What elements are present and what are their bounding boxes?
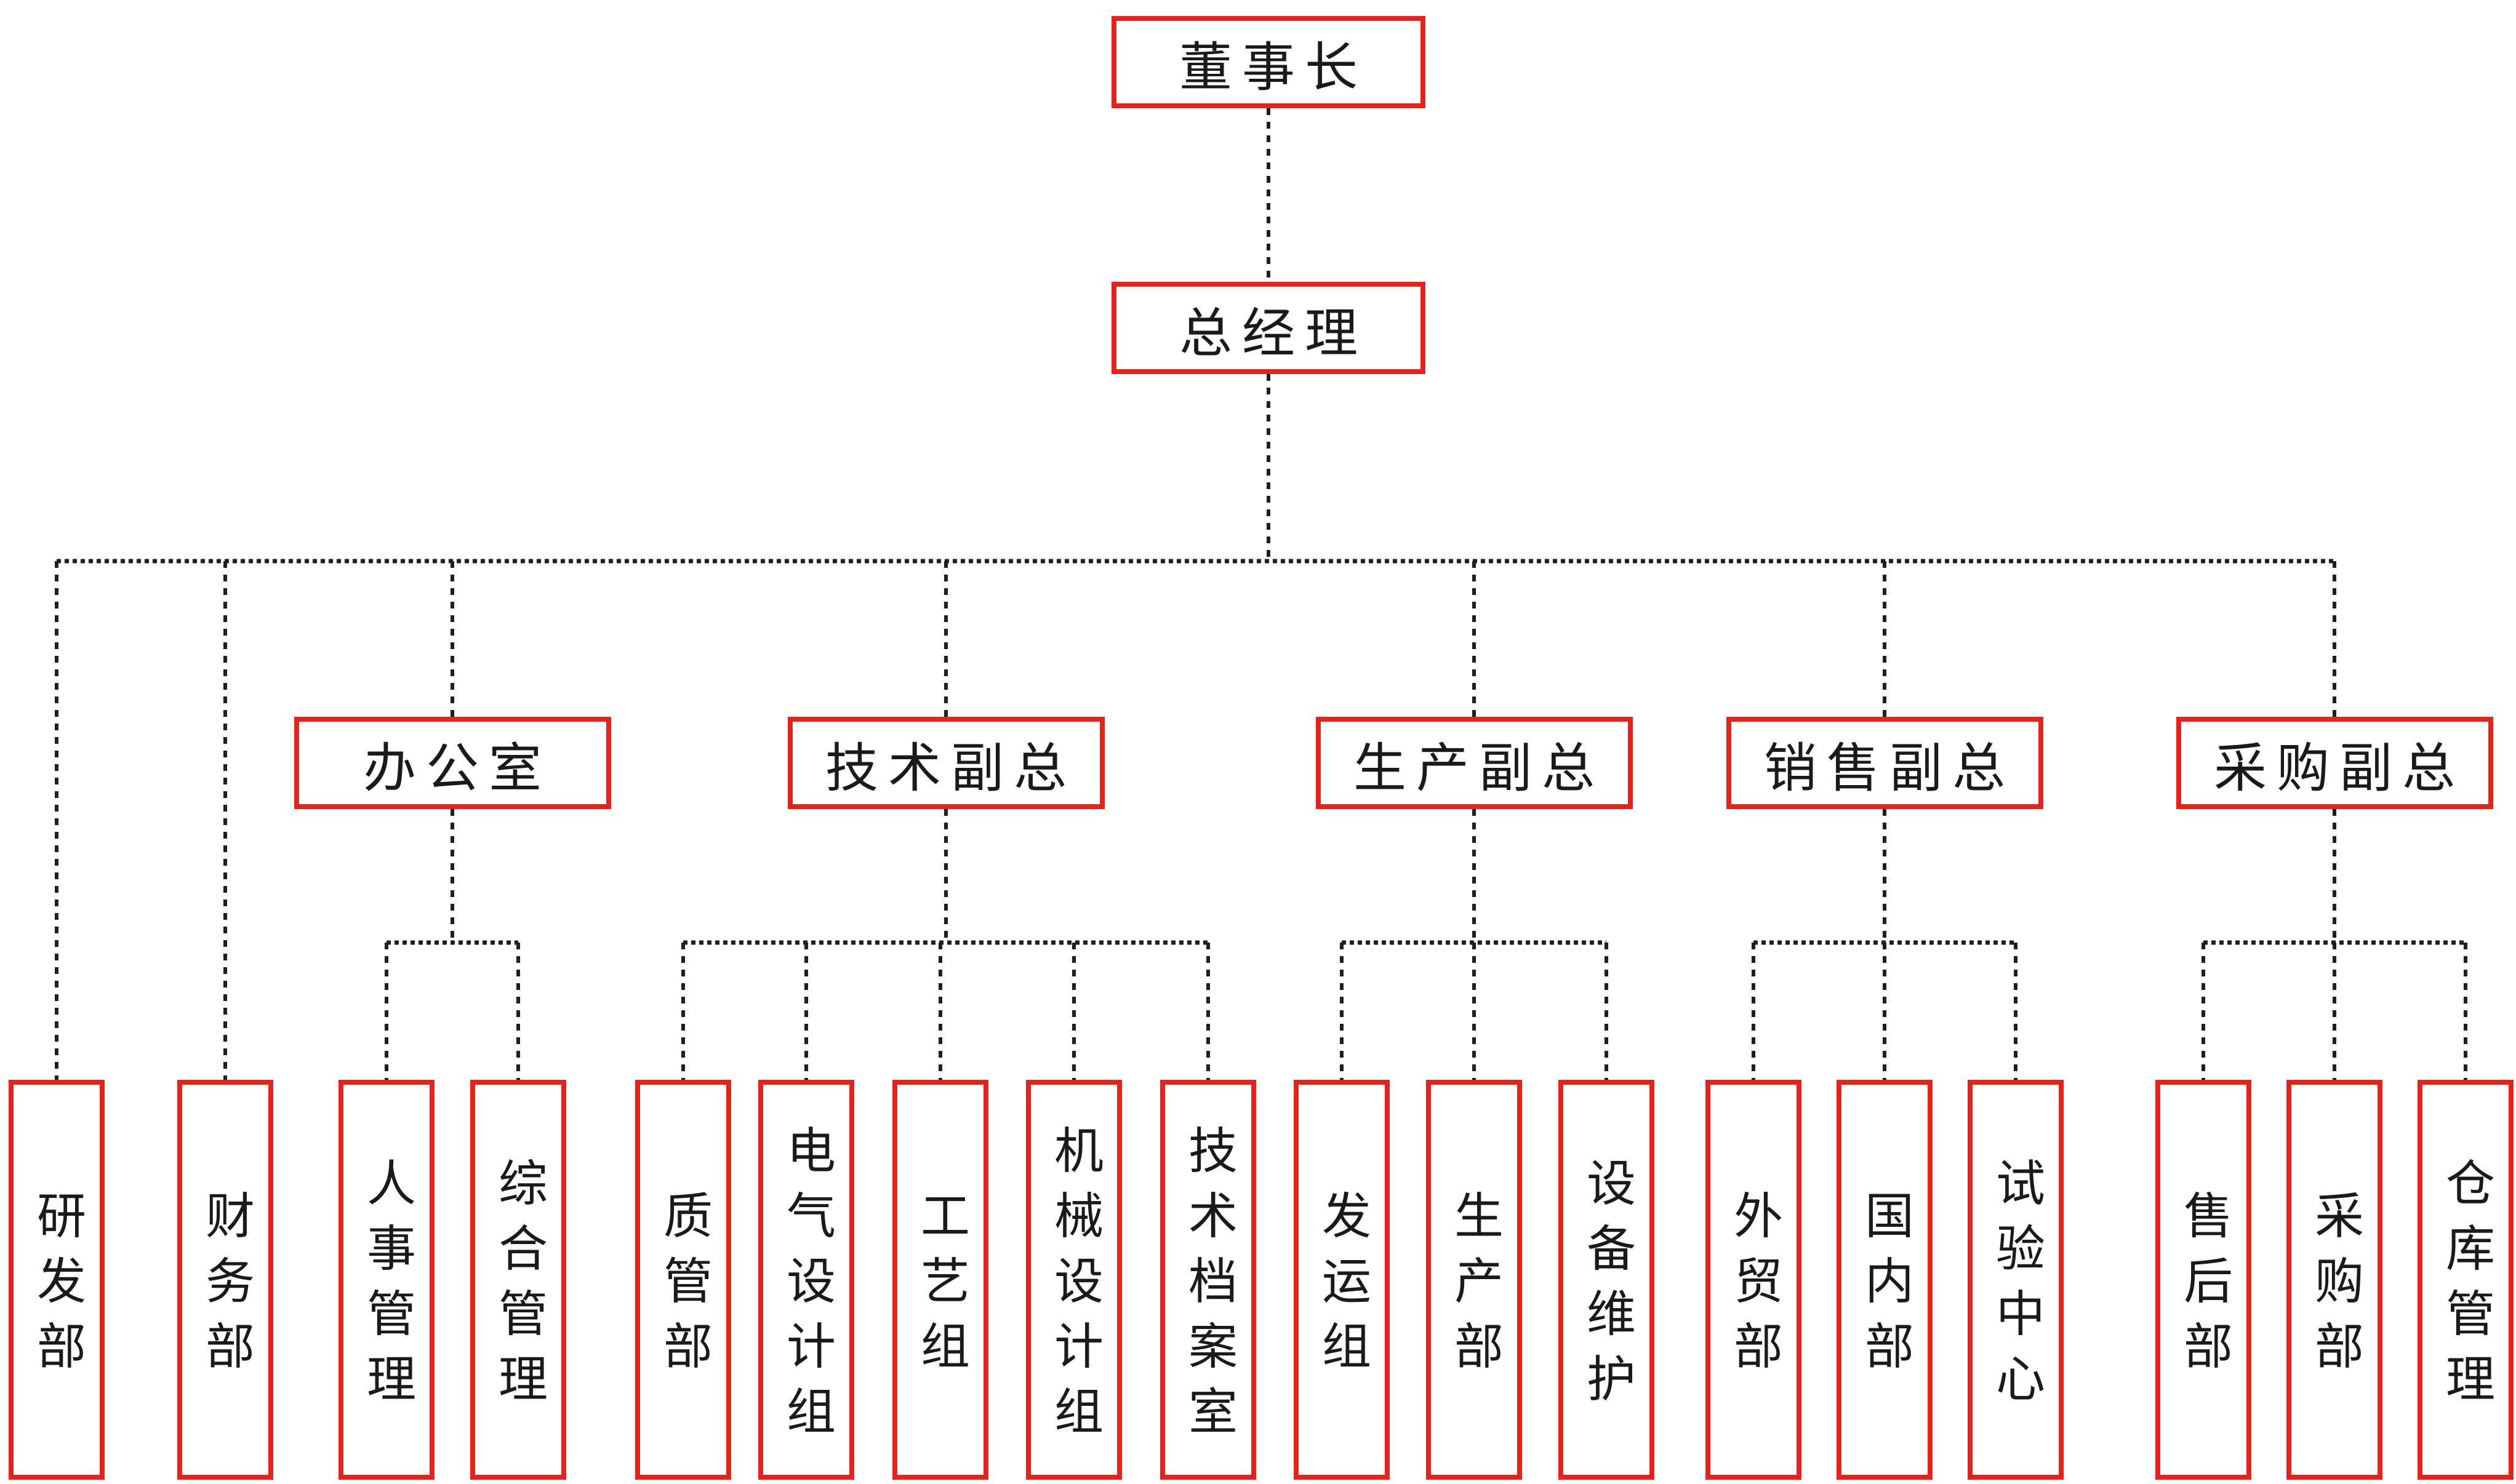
node-office: 办公室	[294, 717, 611, 809]
node-finance-dept: 财务部	[177, 1080, 273, 1480]
general-manager-label: 总经理	[1179, 303, 1368, 363]
node-sales-vp: 销售副总	[1726, 717, 2043, 809]
node-technical-archives: 技术档案室	[1160, 1080, 1256, 1480]
production-vp-label: 生产副总	[1353, 738, 1605, 798]
node-domestic-dept: 国内部	[1837, 1080, 1933, 1480]
shipping-team-label: 发运组	[1315, 1190, 1369, 1386]
equipment-maintenance-label: 设备维护	[1579, 1157, 1633, 1418]
general-management-label: 综合管理	[491, 1157, 545, 1418]
finance-dept-label: 财务部	[198, 1190, 252, 1386]
node-general-manager: 总经理	[1112, 282, 1425, 374]
node-process-team: 工艺组	[892, 1080, 988, 1480]
node-production-vp: 生产副总	[1315, 717, 1633, 809]
node-rd-dept: 研发部	[9, 1080, 105, 1480]
office-label: 办公室	[363, 738, 551, 798]
electrical-design-team-label: 电气设计组	[779, 1125, 833, 1451]
mechanical-design-team-label: 机械设计组	[1047, 1125, 1101, 1451]
procurement-vp-label: 采购副总	[2214, 738, 2465, 798]
node-foreign-trade-dept: 外贸部	[1705, 1080, 1801, 1480]
node-warehouse-management: 仓库管理	[2418, 1080, 2514, 1480]
test-center-label: 试验中心	[1989, 1157, 2043, 1418]
rd-dept-label: 研发部	[30, 1190, 84, 1386]
node-hr-management: 人事管理	[339, 1080, 435, 1480]
node-purchasing-dept: 采购部	[2286, 1080, 2382, 1480]
node-quality-dept: 质管部	[635, 1080, 731, 1480]
hr-management-label: 人事管理	[359, 1157, 414, 1418]
node-shipping-team: 发运组	[1294, 1080, 1390, 1480]
purchasing-dept-label: 采购部	[2307, 1190, 2362, 1386]
technical-vp-label: 技术副总	[825, 738, 1076, 798]
node-mechanical-design-team: 机械设计组	[1026, 1080, 1122, 1480]
process-team-label: 工艺组	[913, 1190, 968, 1386]
node-chairman: 董事长	[1112, 16, 1425, 108]
node-general-management: 综合管理	[470, 1080, 566, 1480]
node-after-sales-dept: 售后部	[2155, 1080, 2251, 1480]
node-test-center: 试验中心	[1968, 1080, 2064, 1480]
quality-dept-label: 质管部	[656, 1190, 710, 1386]
node-electrical-design-team: 电气设计组	[758, 1080, 854, 1480]
foreign-trade-dept-label: 外贸部	[1726, 1190, 1781, 1386]
node-equipment-maintenance: 设备维护	[1558, 1080, 1654, 1480]
warehouse-management-label: 仓库管理	[2438, 1157, 2493, 1418]
chairman-label: 董事长	[1179, 38, 1368, 97]
technical-archives-label: 技术档案室	[1181, 1125, 1235, 1451]
node-procurement-vp: 采购副总	[2176, 717, 2493, 809]
node-production-dept: 生产部	[1426, 1080, 1522, 1480]
production-dept-label: 生产部	[1447, 1190, 1501, 1386]
sales-vp-label: 销售副总	[1764, 738, 2015, 798]
after-sales-dept-label: 售后部	[2176, 1190, 2230, 1386]
node-technical-vp: 技术副总	[787, 717, 1105, 809]
domestic-dept-label: 国内部	[1857, 1190, 1912, 1386]
